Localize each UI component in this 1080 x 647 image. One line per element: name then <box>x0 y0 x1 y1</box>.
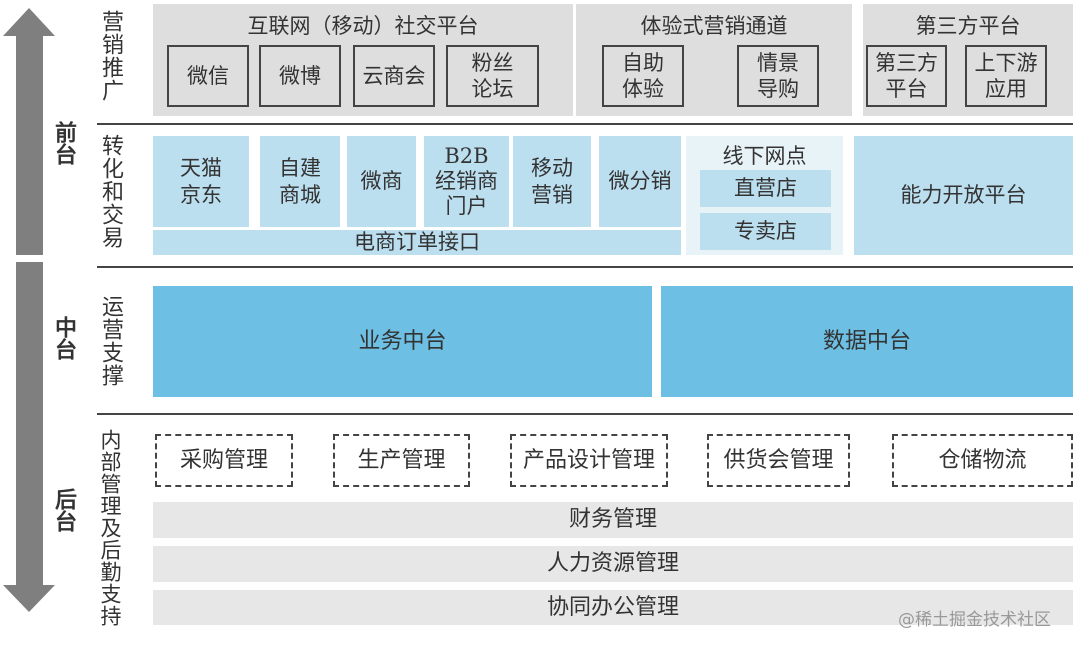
bar-office-collab: 协同办公管理 <box>153 590 1073 625</box>
module-production: 生产管理 <box>333 434 470 487</box>
third-party-panel: 第三方平台 <box>863 4 1073 116</box>
tier-middle-label: 中台 <box>51 316 76 360</box>
divider <box>97 266 1073 268</box>
tier-arrows <box>3 8 55 612</box>
channel-mobile-marketing: 移动 营销 <box>513 136 591 227</box>
channel-wechat: 微信 <box>167 45 249 107</box>
module-supply-meeting: 供货会管理 <box>707 434 850 487</box>
franchise-store: 专卖店 <box>700 213 831 250</box>
channel-fan-forum: 粉丝 论坛 <box>446 45 539 107</box>
watermark: @稀土掘金技术社区 <box>898 610 1051 630</box>
channel-yunshanghui: 云商会 <box>353 45 435 107</box>
channel-weibo: 微博 <box>259 45 341 107</box>
module-warehouse-logistics: 仓储物流 <box>892 434 1073 487</box>
data-middle-platform: 数据中台 <box>661 286 1073 397</box>
channel-self-service: 自助 体验 <box>602 45 684 107</box>
channel-micro-distribution: 微分销 <box>599 136 681 227</box>
channel-tmall-jd: 天猫 京东 <box>153 136 249 227</box>
tier-front-label: 前台 <box>51 121 76 165</box>
direct-store: 直营店 <box>700 170 831 207</box>
third-party-title: 第三方平台 <box>915 14 1021 38</box>
channel-upstream-downstream: 上下游 应用 <box>965 45 1047 107</box>
down-arrow-icon <box>3 262 55 612</box>
bar-hr: 人力资源管理 <box>153 546 1073 582</box>
channel-third-party: 第三方 平台 <box>866 45 947 107</box>
channel-b2b-portal: B2B 经销商 门户 <box>424 136 509 227</box>
divider <box>97 413 1073 415</box>
open-capability-platform: 能力开放平台 <box>854 136 1073 255</box>
up-arrow-icon <box>3 8 55 255</box>
divider <box>97 123 1073 125</box>
channel-scenario-guide: 情景 导购 <box>737 45 819 107</box>
tier-back-label: 后台 <box>51 488 76 532</box>
business-middle-platform: 业务中台 <box>153 286 652 397</box>
section-marketing-label: 营销推广 <box>98 10 123 102</box>
section-internal-label: 内部管理及后勤支持 <box>98 429 122 627</box>
ecommerce-order-interface: 电商订单接口 <box>153 230 681 255</box>
channel-own-mall: 自建 商城 <box>260 136 340 227</box>
social-platform-panel: 互联网（移动）社交平台 <box>153 4 573 116</box>
experience-marketing-title: 体验式营销通道 <box>640 14 788 38</box>
experience-marketing-panel: 体验式营销通道 <box>576 4 852 116</box>
module-product-design: 产品设计管理 <box>510 434 668 487</box>
section-operations-label: 运营支撑 <box>98 295 123 387</box>
section-conversion-label: 转化和交易 <box>98 134 123 249</box>
bar-finance: 财务管理 <box>153 502 1073 538</box>
social-platform-title: 互联网（移动）社交平台 <box>247 14 479 38</box>
channel-micro-business: 微商 <box>347 136 416 227</box>
offline-outlets-title: 线下网点 <box>722 144 807 168</box>
module-procurement: 采购管理 <box>155 434 293 487</box>
